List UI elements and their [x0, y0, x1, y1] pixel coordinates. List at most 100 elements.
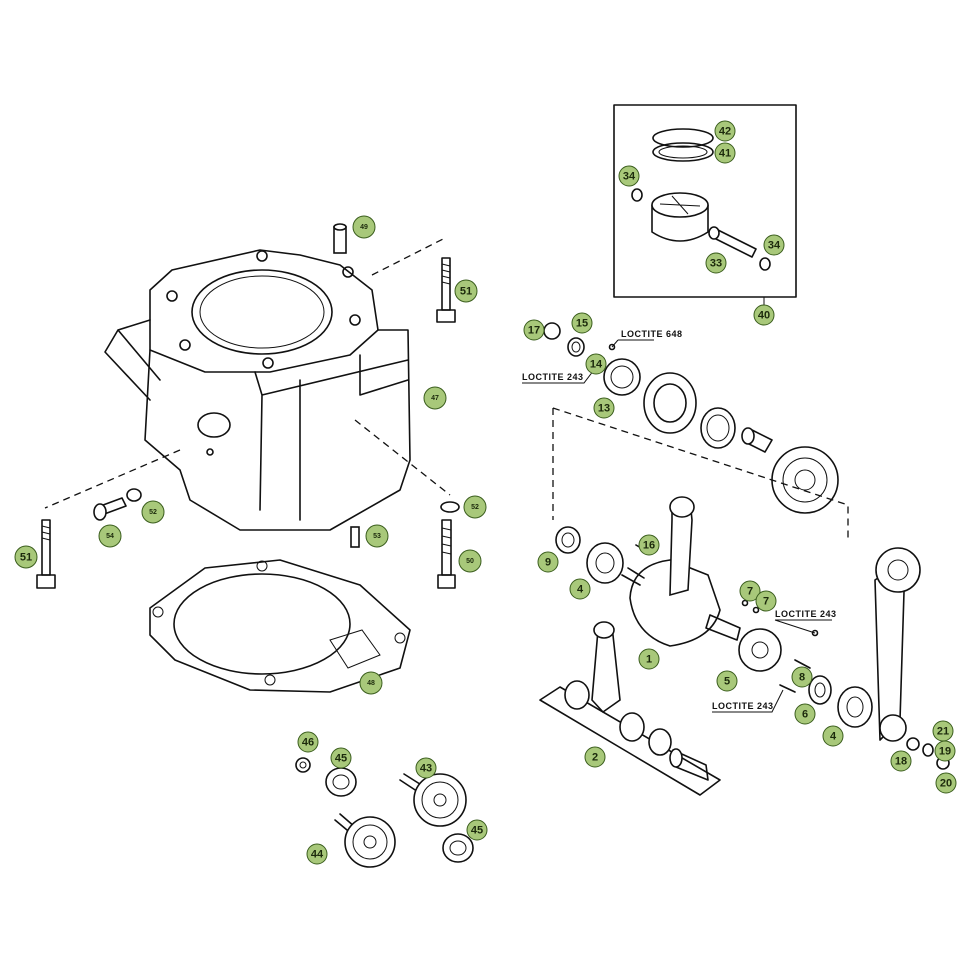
- starter-gear-web: [782, 457, 828, 503]
- balancer-parts: [295, 757, 474, 868]
- callout-label: 4: [577, 584, 584, 596]
- callout-circle: [306, 843, 328, 865]
- cylinder-group: [44, 237, 451, 531]
- pin-7: [752, 606, 760, 614]
- callout-43: 43: [415, 757, 437, 779]
- flange-hole: [179, 339, 191, 351]
- stud-thread: [41, 525, 51, 541]
- cylinder-side-port: [197, 412, 231, 438]
- callout-label: 14: [590, 359, 603, 371]
- callout-circle: [755, 590, 777, 612]
- piston-crown-marks: [659, 195, 701, 215]
- callout-46: 46: [297, 731, 319, 753]
- callout-circle: [618, 165, 640, 187]
- callout-circle: [423, 386, 447, 410]
- callout-label: 19: [939, 746, 951, 758]
- main-bearing-4-right: [837, 686, 873, 728]
- callout-54: 54: [98, 524, 122, 548]
- screw: [779, 684, 796, 693]
- callout-circle: [763, 234, 785, 256]
- balancer-gear-44-center: [363, 835, 377, 849]
- callout-circle: [753, 304, 775, 326]
- callout-label: 5: [724, 676, 730, 688]
- piston-ring-41: [652, 142, 714, 162]
- callout-label: 49: [360, 224, 368, 231]
- callout-17: 17: [523, 319, 545, 341]
- note-leader: [712, 689, 784, 713]
- callout-label: 40: [758, 310, 770, 322]
- piston-pin-end: [708, 226, 720, 240]
- needle-bearing-end: [741, 427, 755, 445]
- gasket-bore: [173, 573, 351, 675]
- note-leader: [774, 619, 832, 634]
- callout-circle: [934, 740, 956, 762]
- callout-label: 7: [747, 586, 753, 598]
- callout-circle: [523, 319, 545, 341]
- callout-34: 34: [618, 165, 640, 187]
- callout-label: 16: [643, 540, 655, 552]
- clutch-drum: [643, 372, 697, 434]
- callout-15: 15: [571, 312, 593, 334]
- callout-52: 52: [141, 500, 165, 524]
- freewheel: [700, 407, 736, 449]
- stud-head: [436, 309, 456, 323]
- screw-8: [794, 659, 811, 669]
- callout-21: 21: [932, 720, 954, 742]
- primary-gear-13-hub: [610, 365, 634, 389]
- callout-label: 15: [576, 318, 588, 330]
- assembly-line: [354, 419, 451, 496]
- callout-33: 33: [705, 252, 727, 274]
- callout-label: 51: [460, 286, 472, 298]
- callout-circle: [352, 215, 376, 239]
- callout-49: 49: [352, 215, 376, 239]
- callout-label: 48: [367, 680, 375, 687]
- callout-51: 51: [14, 545, 38, 569]
- callout-6: 6: [794, 703, 816, 725]
- callout-circle: [739, 580, 761, 602]
- stud-bolt-bottom-left: [36, 519, 56, 589]
- conrod-kit-needle-bearing: [619, 712, 645, 742]
- stud-50-thread: [441, 527, 452, 555]
- cylinder-top-flange: [149, 249, 379, 373]
- flange-hole: [166, 290, 178, 302]
- callout-20: 20: [935, 772, 957, 794]
- callout-label: 21: [937, 726, 949, 738]
- callout-16: 16: [638, 534, 660, 556]
- callout-circle: [791, 666, 813, 688]
- callout-label: 33: [710, 258, 722, 270]
- dowel-pin-bottom: [350, 526, 360, 548]
- callout-circle: [935, 772, 957, 794]
- assembly-line: [371, 237, 446, 276]
- callout-13: 13: [593, 397, 615, 419]
- callout-label: 4: [830, 731, 837, 743]
- callout-label: 34: [623, 171, 636, 183]
- connecting-rod-small-end: [669, 496, 695, 518]
- callout-label: 52: [149, 509, 157, 516]
- callout-circle: [141, 500, 165, 524]
- stud-head: [36, 574, 56, 589]
- callout-47: 47: [423, 386, 447, 410]
- bushing-15-inner: [571, 341, 581, 353]
- callout-9: 9: [537, 551, 559, 573]
- freewheel-inner: [706, 414, 730, 442]
- cam-sprocket-hub: [887, 559, 909, 581]
- shaft-seal-9: [555, 526, 581, 554]
- callout-2: 2: [584, 746, 606, 768]
- gasket-hole: [394, 632, 406, 644]
- spacer-6: [808, 675, 832, 705]
- callout-label: 54: [106, 533, 114, 540]
- starter-gear-hub: [794, 469, 816, 491]
- dowel-body: [333, 226, 347, 254]
- piston-circlip-left: [631, 188, 643, 202]
- crank-gear-5-hub: [751, 641, 769, 659]
- callout-label: 43: [420, 763, 432, 775]
- callout-circle: [638, 534, 660, 556]
- gasket-outline: [149, 559, 411, 693]
- callout-circle: [415, 757, 437, 779]
- flange-hole: [262, 357, 274, 369]
- washer: [126, 488, 142, 502]
- callout-circle: [14, 545, 38, 569]
- callout-7: 7: [739, 580, 761, 602]
- stud-50-head: [437, 574, 456, 589]
- crank-pin-end: [669, 748, 683, 768]
